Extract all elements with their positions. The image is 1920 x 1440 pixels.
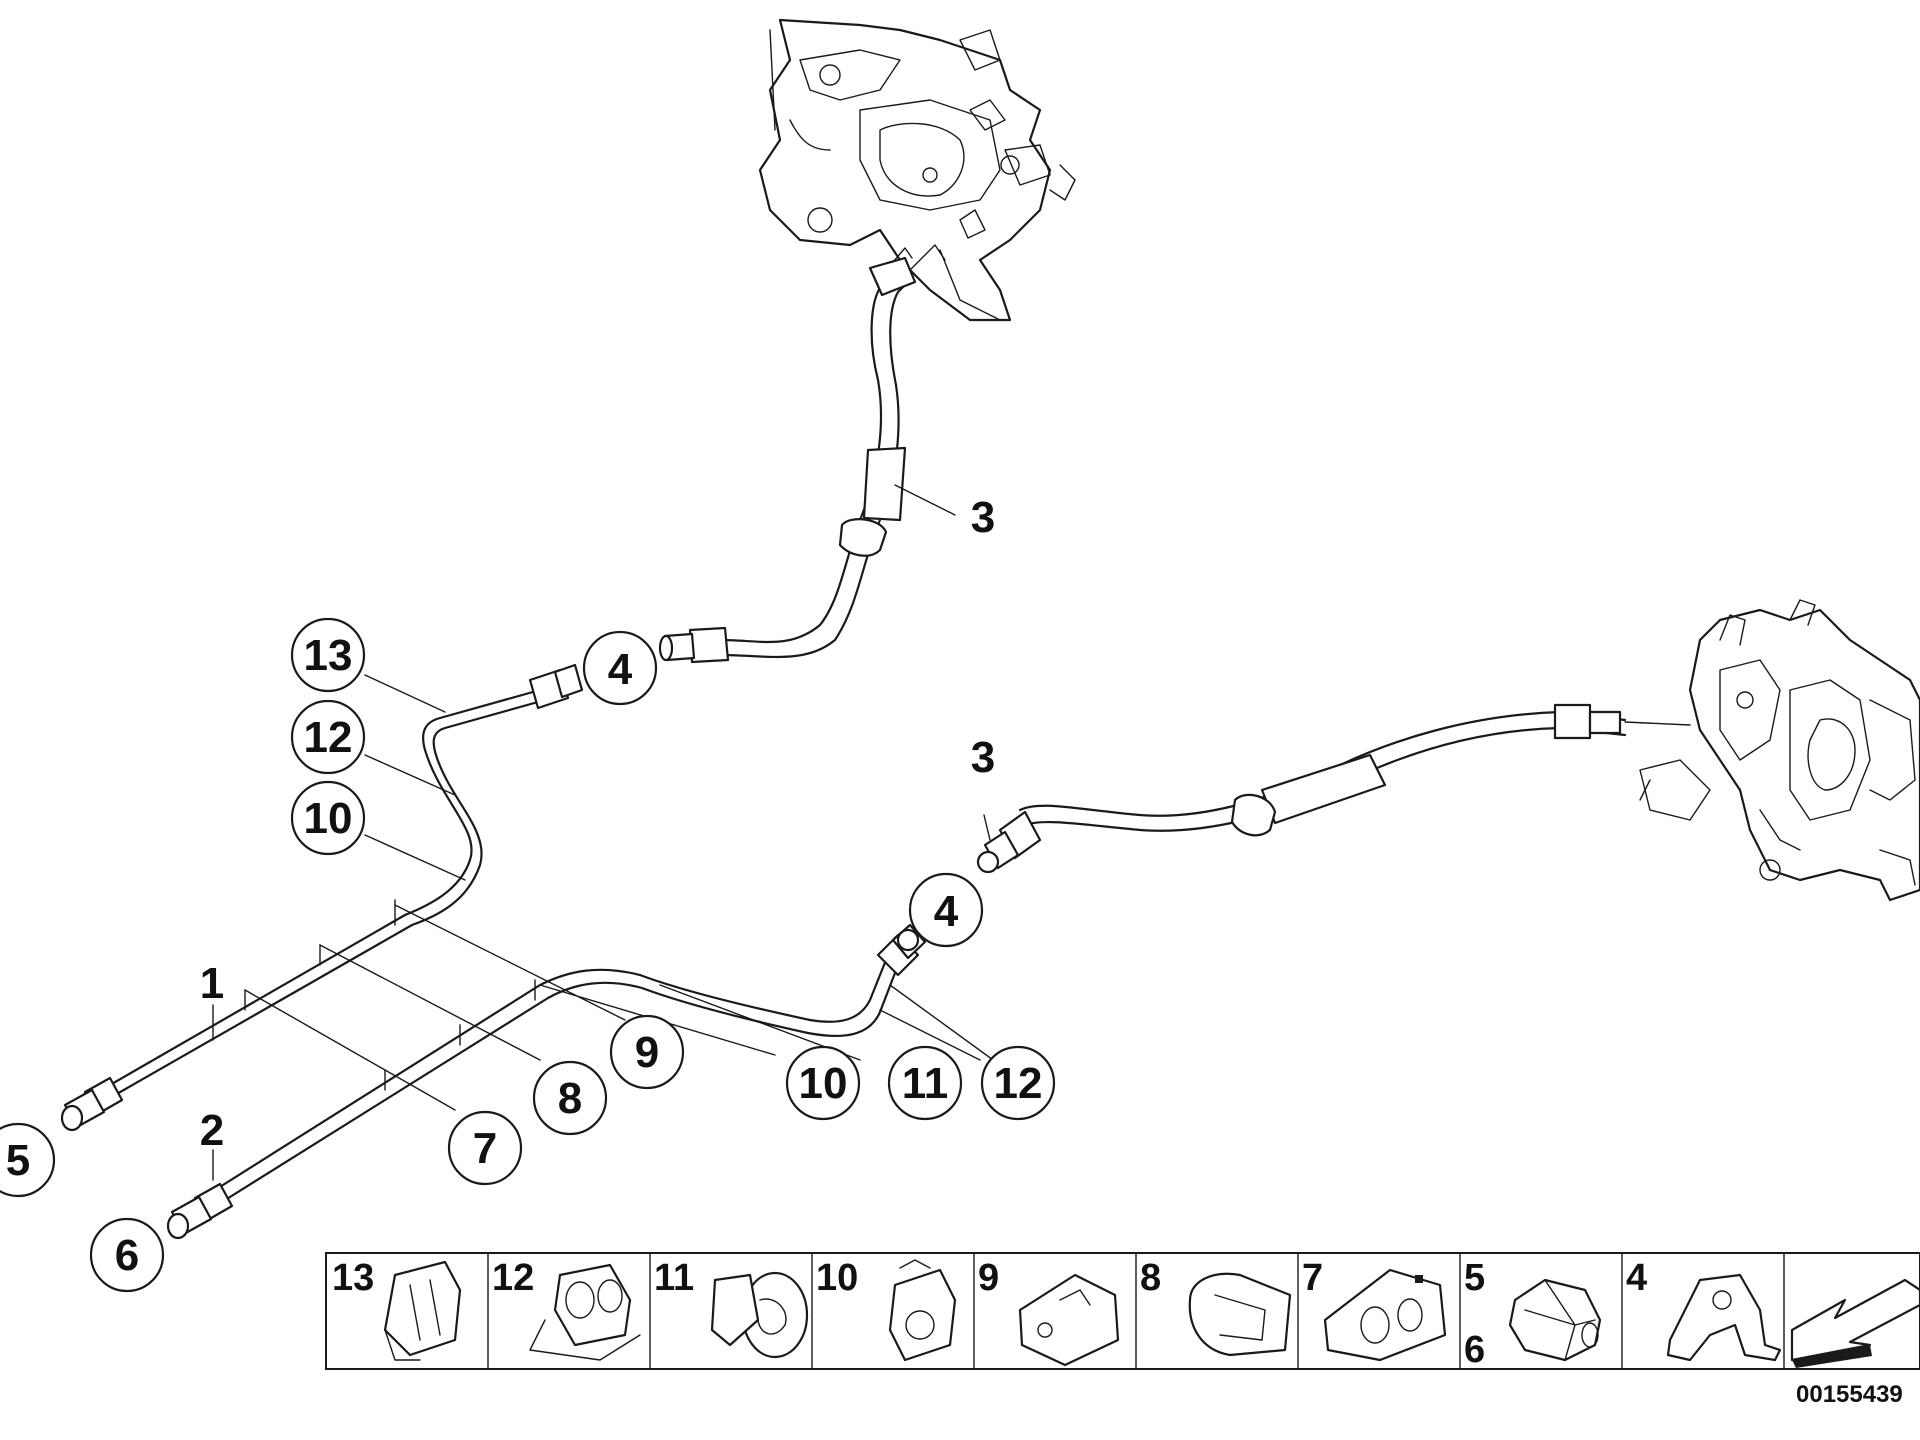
callout-5: 5 [0,1122,56,1198]
svg-text:7: 7 [473,1124,497,1173]
svg-text:9: 9 [635,1028,659,1077]
parts-cell-10: 10 [816,1257,957,1362]
parts-cell-11: 11 [654,1257,809,1359]
callout-12-bottom: 12 [980,1045,1056,1121]
parts-cell-13: 13 [332,1257,462,1361]
arrow-icon [1790,1278,1920,1368]
callout-3-right: 3 [971,733,995,782]
svg-text:11: 11 [902,1059,949,1108]
push-clip-icon [710,1271,809,1359]
svg-text:10: 10 [304,794,353,843]
callout-13: 13 [290,617,366,693]
svg-text:4: 4 [608,645,633,694]
svg-text:12: 12 [994,1059,1043,1108]
callout-8: 8 [532,1060,608,1136]
bracket-clip-icon [1018,1273,1120,1367]
svg-text:8: 8 [1140,1257,1161,1299]
callout-11: 11 [887,1045,963,1121]
callouts: 13 12 10 4 3 3 4 1 9 [0,493,1056,1293]
parts-cell-12: 12 [492,1257,641,1361]
svg-text:5: 5 [6,1136,30,1185]
parts-cell-5-6: 5 6 [1464,1257,1602,1371]
callout-10-bottom: 10 [785,1045,861,1121]
callout-3-top: 3 [971,493,995,542]
svg-text:3: 3 [971,733,995,782]
caliper-top [758,18,1076,322]
brake-pipe-2 [166,923,927,1240]
svg-text:5: 5 [1464,1257,1485,1299]
callout-1: 1 [200,959,224,1008]
callout-4-right: 4 [908,872,984,948]
svg-text:4: 4 [934,887,959,936]
svg-text:13: 13 [332,1257,374,1299]
svg-text:4: 4 [1626,1257,1647,1299]
svg-text:13: 13 [304,631,353,680]
svg-text:1: 1 [200,959,224,1008]
double-clip-icon [529,1263,641,1361]
svg-text:10: 10 [816,1257,858,1299]
reference-number: 00155439 [1796,1381,1903,1408]
clip-holder-icon [383,1260,462,1361]
svg-text:6: 6 [115,1231,139,1280]
u-clip-icon [1188,1272,1292,1357]
svg-text:12: 12 [304,713,353,762]
svg-text:6: 6 [1464,1329,1485,1371]
brake-hose-upper [658,247,956,664]
svg-text:7: 7 [1302,1257,1323,1299]
parts-cell-arrow [1790,1278,1920,1368]
parts-cell-7: 7 [1302,1257,1447,1362]
parts-cell-8: 8 [1140,1257,1292,1357]
svg-text:2: 2 [200,1106,224,1155]
callout-2: 2 [200,1106,224,1155]
svg-text:12: 12 [492,1257,534,1299]
svg-text:10: 10 [799,1059,848,1108]
caliper-right [1639,599,1920,902]
parts-cell-4: 4 [1626,1257,1782,1362]
callout-10-left: 10 [290,780,366,856]
svg-text:3: 3 [971,493,995,542]
brake-hose-right [976,703,1691,874]
bracket-icon [1666,1273,1782,1362]
svg-text:11: 11 [654,1257,694,1299]
hex-nut-icon [1508,1278,1602,1362]
callout-6: 6 [89,1217,165,1293]
pipe-clip-icon [1323,1268,1447,1362]
svg-text:9: 9 [978,1257,999,1299]
svg-text:8: 8 [558,1074,582,1123]
callout-7: 7 [447,1110,523,1186]
brake-pipe-1 [60,663,584,1132]
parts-cell-9: 9 [978,1257,1120,1367]
callout-12-left: 12 [290,699,366,775]
grommet-clip-icon [888,1259,957,1362]
callout-9: 9 [609,1014,685,1090]
parts-strip: 13 12 11 [325,1252,1920,1371]
callout-4-top: 4 [582,630,658,706]
